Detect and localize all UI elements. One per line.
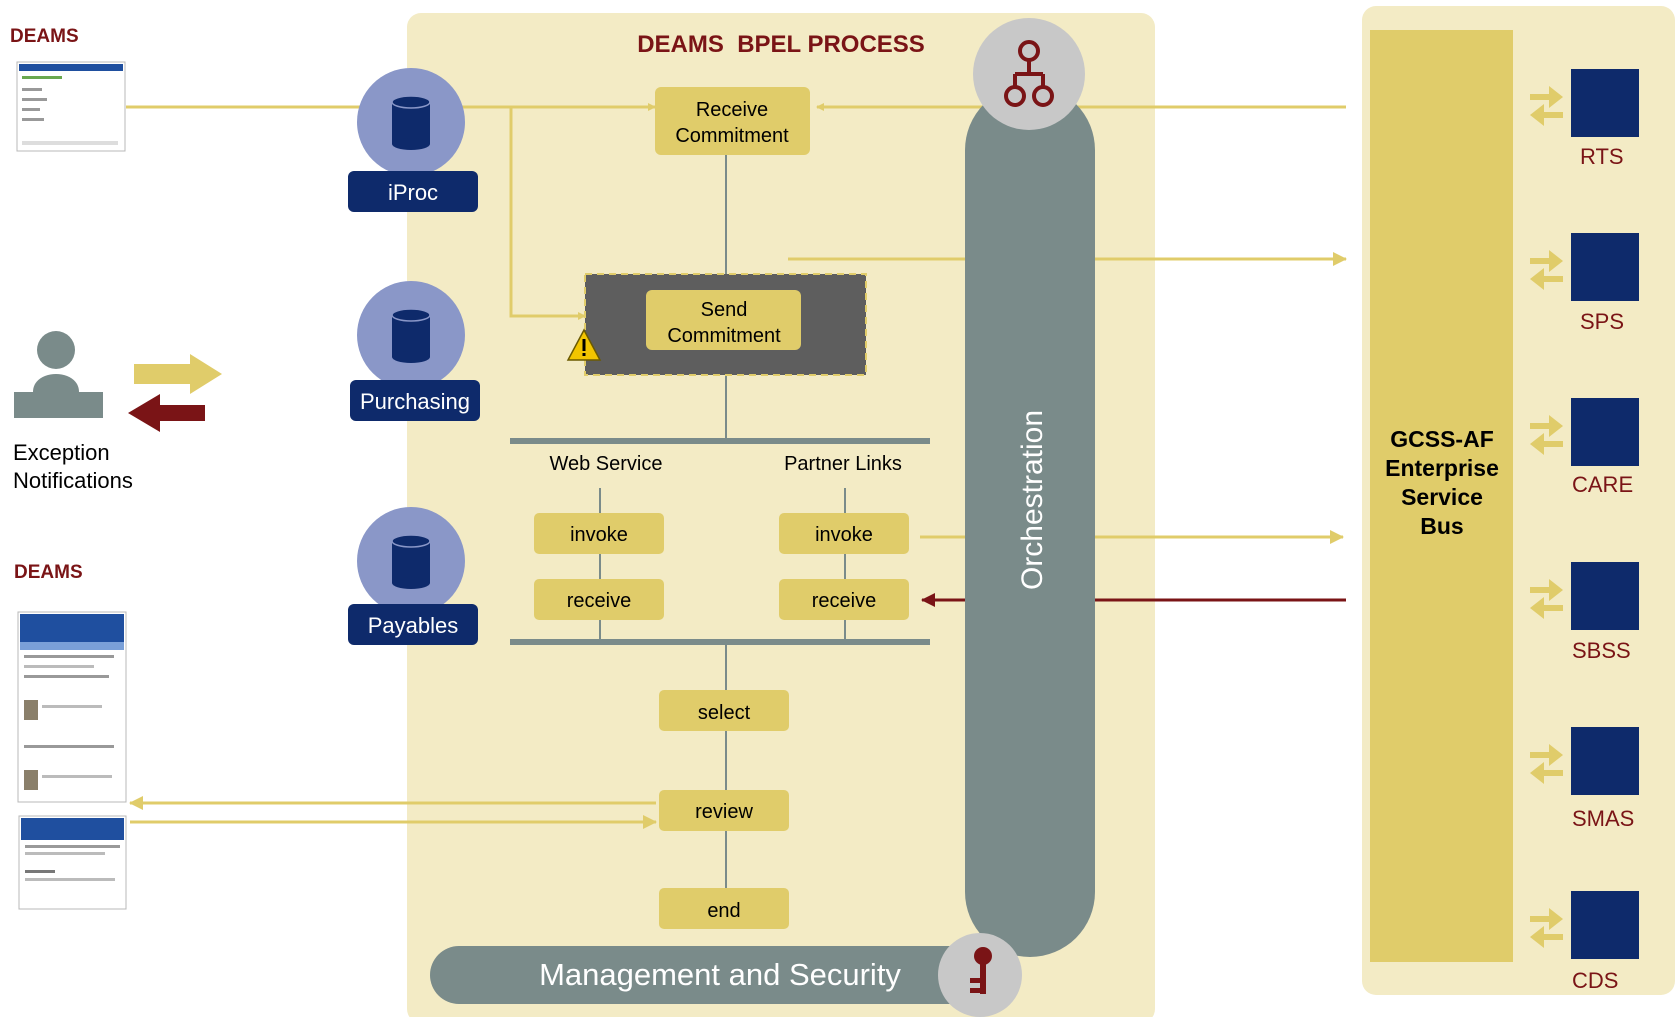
incoming-arrow-icon	[128, 394, 205, 432]
process-title: DEAMS BPEL PROCESS	[637, 31, 925, 58]
key-icon	[938, 933, 1022, 1017]
receive-commitment-line1: Receive	[696, 99, 768, 121]
orchestration-label: Orchestration	[1016, 410, 1049, 590]
system-label-smas: SMAS	[1572, 806, 1634, 831]
management-security-bar	[430, 946, 995, 1004]
esb-label-line1: GCSS-AF	[1390, 426, 1494, 452]
review-step[interactable]	[659, 790, 789, 831]
esb-label-line2: Enterprise	[1385, 455, 1499, 481]
warning-icon	[566, 328, 602, 361]
system-label-cds: CDS	[1572, 968, 1618, 993]
system-sps[interactable]	[1530, 233, 1639, 301]
end-label: end	[707, 900, 740, 922]
pl-receive-step[interactable]	[779, 579, 909, 620]
purchasing-database[interactable]	[350, 281, 480, 421]
deams-review-thumbnail	[18, 815, 127, 910]
deams-screen-thumbnail-top	[16, 61, 126, 152]
esb-bar	[1370, 30, 1513, 962]
esb-label-line3: Service	[1401, 484, 1483, 510]
send-commitment-line2: Commitment	[667, 325, 781, 347]
select-label: select	[698, 702, 751, 724]
web-service-label: Web Service	[549, 453, 662, 475]
line-to-send-commitment	[509, 107, 586, 320]
exception-label-line1: Exception	[13, 440, 110, 465]
ws-invoke-step[interactable]	[534, 513, 664, 554]
esb-label-line4: Bus	[1420, 513, 1463, 539]
receive-commitment-line2: Commitment	[675, 125, 789, 147]
iproc-database[interactable]	[348, 68, 478, 212]
hierarchy-icon	[973, 18, 1085, 130]
review-label: review	[695, 801, 753, 823]
management-security-label: Management and Security	[539, 957, 901, 992]
system-label-care: CARE	[1572, 472, 1633, 497]
partner-links-label: Partner Links	[784, 453, 902, 475]
system-label-sps: SPS	[1580, 309, 1624, 334]
deams-label-top: DEAMS	[10, 26, 79, 47]
exception-label-line2: Notifications	[13, 468, 133, 493]
end-step[interactable]	[659, 888, 789, 929]
iproc-label: iProc	[388, 180, 438, 205]
deams-label-bottom: DEAMS	[14, 562, 83, 583]
system-care[interactable]	[1530, 398, 1639, 466]
send-commitment-step[interactable]	[646, 290, 801, 350]
select-step[interactable]	[659, 690, 789, 731]
system-smas[interactable]	[1530, 727, 1639, 795]
user-icon	[14, 331, 103, 418]
send-commitment-line1: Send	[701, 299, 748, 321]
pl-invoke-label: invoke	[815, 524, 873, 546]
payables-database[interactable]	[348, 507, 478, 645]
deams-screen-thumbnail-bottom	[17, 611, 127, 803]
outgoing-arrow-icon	[134, 354, 222, 394]
receive-commitment-step[interactable]	[655, 87, 810, 155]
ws-invoke-label: invoke	[570, 524, 628, 546]
payables-label: Payables	[368, 613, 459, 638]
ws-receive-step[interactable]	[534, 579, 664, 620]
pl-invoke-step[interactable]	[779, 513, 909, 554]
pl-receive-label: receive	[812, 590, 876, 612]
ws-receive-label: receive	[567, 590, 631, 612]
system-sbss[interactable]	[1530, 562, 1639, 630]
system-cds[interactable]	[1530, 891, 1639, 959]
purchasing-label: Purchasing	[360, 389, 470, 414]
system-rts[interactable]	[1530, 69, 1639, 137]
system-label-sbss: SBSS	[1572, 638, 1631, 663]
orchestration-pill	[965, 85, 1095, 957]
system-label-rts: RTS	[1580, 144, 1624, 169]
